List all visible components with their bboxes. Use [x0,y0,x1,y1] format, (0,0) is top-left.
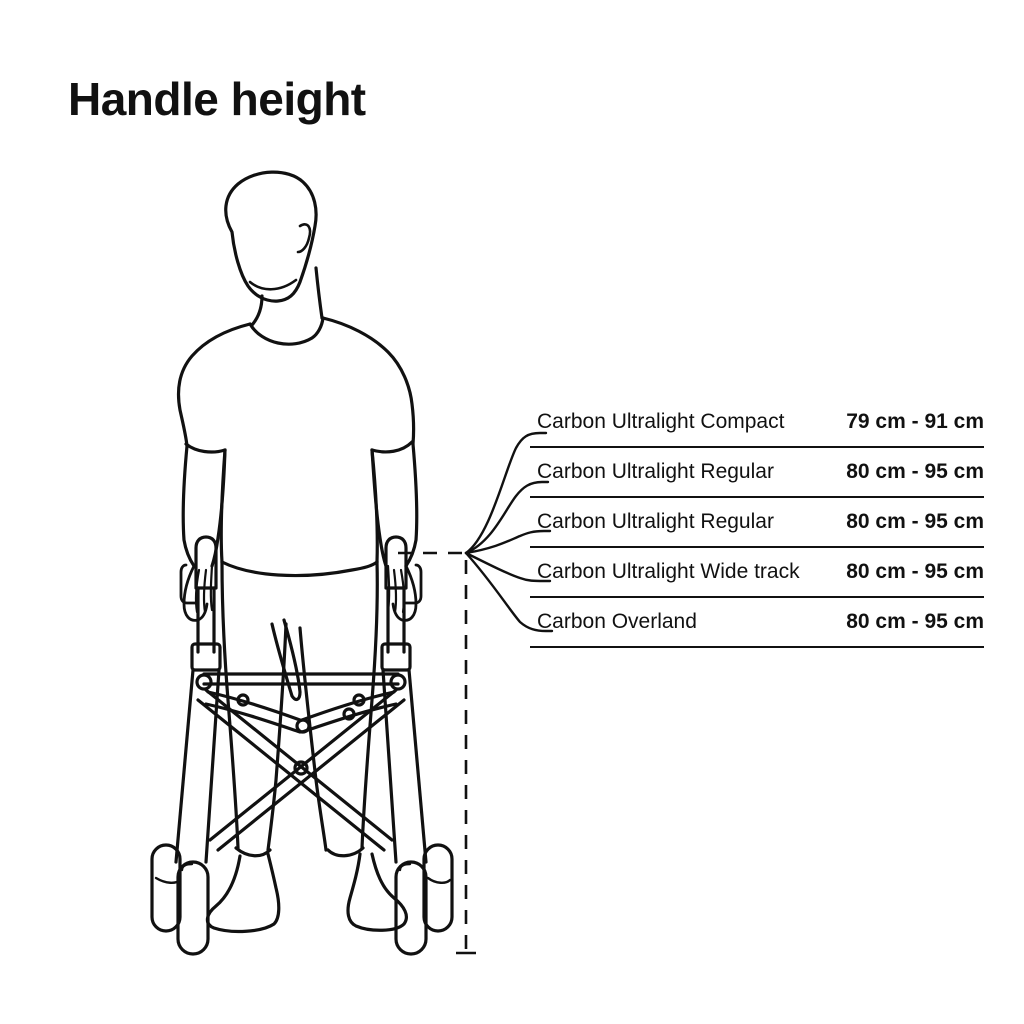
wheel-rear-right-hub [426,876,452,884]
height-clamp-right [380,642,412,672]
leader-line-row-2 [464,480,550,555]
wheel-front-right-fork [398,862,412,872]
wheel-front-left [176,860,210,956]
x-brace-pivot-center [293,760,309,776]
table-row: Carbon Ultralight Compact 79 cm - 91 cm [530,398,984,448]
jaw-line [248,278,298,291]
leg-right-outer [360,560,379,850]
handle-height-spec-table: Carbon Ultralight Compact 79 cm - 91 cm … [530,398,984,648]
hand-left [182,564,209,622]
leg-left-inner [266,622,288,852]
brace-pivot-right-a [352,693,366,707]
brake-lever-right [404,563,423,605]
sleeve-hem-right [370,440,414,454]
wheel-rear-right [422,843,454,933]
collar [248,316,325,346]
leader-line-row-5 [464,551,554,633]
person-figure [176,170,419,934]
leg-tube-right-inner [381,668,398,864]
handle-post-right [386,586,406,654]
wheel-front-right [394,860,428,956]
pivot-left-top [195,673,213,691]
spec-label: Carbon Ultralight Compact [537,410,785,433]
handle-post-left [196,586,216,654]
wheel-front-left-fork [180,862,194,872]
page-title: Handle height [68,73,366,125]
measurement-guides [398,551,476,955]
handle-grip-left [194,535,218,590]
leader-lines [464,431,554,633]
leader-line-row-4 [464,551,552,583]
shirt-right-shoulder [321,316,416,446]
brace-pivot-left-a [236,693,250,707]
spec-value: 80 cm - 95 cm [846,460,984,483]
spec-value: 80 cm - 95 cm [846,610,984,633]
leg-left-outer [220,560,240,850]
shoe-right [346,852,408,932]
arm-left-inner [210,448,227,568]
cuff-left [234,846,272,858]
spec-label: Carbon Overland [537,610,697,633]
arm-right-inner [370,448,388,568]
table-row: Carbon Ultralight Regular 80 cm - 95 cm [530,498,984,548]
shoe-left [205,852,281,934]
spec-label: Carbon Ultralight Regular [537,460,774,483]
sleeve-hem-left [184,442,227,454]
handle-grip-right [384,535,408,590]
spec-value: 80 cm - 95 cm [846,560,984,583]
pivot-right-top [389,673,407,691]
table-row: Carbon Ultralight Wide track 80 cm - 95 … [530,548,984,598]
upper-brace-left [204,690,302,734]
hand-right [391,564,418,622]
brake-lever-left [179,563,198,605]
top-crossbar [202,672,400,686]
hand-right-finger-2 [392,568,398,614]
head-outline [224,170,318,303]
spec-label: Carbon Ultralight Regular [537,510,774,533]
spec-label: Carbon Ultralight Wide track [537,560,800,583]
leg-tube-left-outer [174,668,195,864]
neck-right [314,266,324,320]
height-clamp-left [190,642,222,672]
table-row: Carbon Overland 80 cm - 95 cm [530,598,984,648]
crotch-seam [270,618,302,702]
rollator-walker [150,535,454,956]
leader-line-row-3 [464,529,552,555]
cuff-right [326,846,365,858]
brace-pivot-right-b [342,707,356,721]
spec-value: 79 cm - 91 cm [846,410,984,433]
wheel-rear-left [150,843,182,933]
x-brace-b [208,688,406,852]
leg-tube-left-inner [204,668,221,864]
arm-left-outer [181,444,196,568]
spec-value: 80 cm - 95 cm [846,510,984,533]
shirt-hem [220,560,379,578]
neck-left [250,294,264,327]
shirt-left-shoulder [176,322,252,448]
leg-right-inner [298,626,328,852]
arm-right-outer [404,442,419,568]
table-row: Carbon Ultralight Regular 80 cm - 95 cm [530,448,984,498]
hand-left-finger-2 [202,568,208,614]
ear-icon [296,223,312,254]
leader-line-row-1 [464,431,548,555]
leg-tube-right-outer [407,668,428,864]
